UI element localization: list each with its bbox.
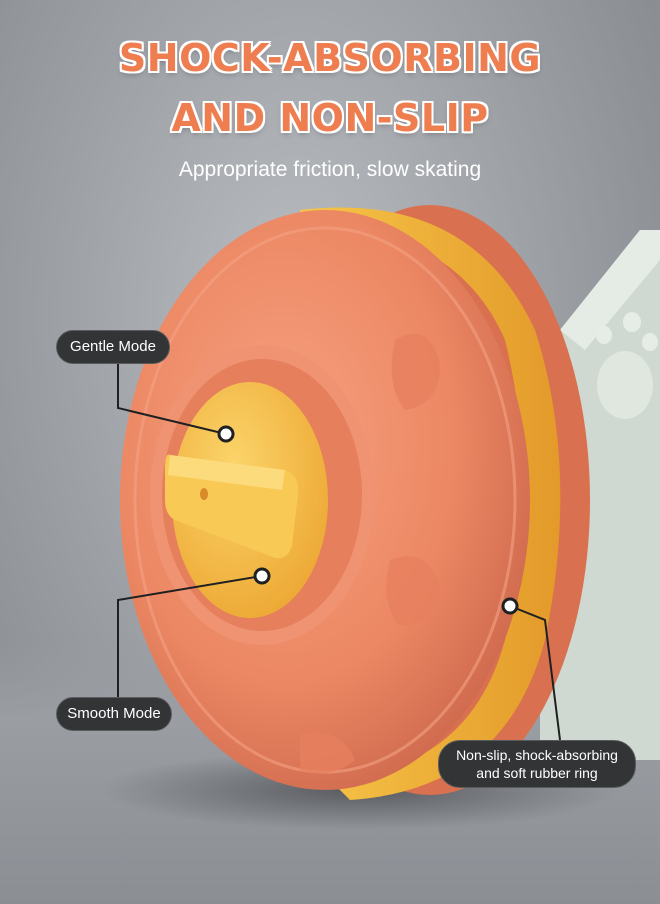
smooth-mode-label: Smooth Mode — [56, 697, 172, 731]
rubber-ring-label: Non-slip, shock-absorbing and soft rubbe… — [438, 740, 636, 788]
subtitle: Appropriate friction, slow skating — [178, 158, 482, 181]
rubber-ring-label-line-2: and soft rubber ring — [476, 765, 598, 781]
gentle-mode-label: Gentle Mode — [56, 330, 170, 364]
rubber-ring-label-line-1: Non-slip, shock-absorbing — [456, 747, 618, 763]
callout-lines — [117, 364, 561, 741]
headline-line-1: SHOCK-ABSORBING — [118, 36, 542, 80]
headline-line-2: AND NON-SLIP — [171, 96, 489, 140]
callout-dots — [217, 425, 519, 615]
